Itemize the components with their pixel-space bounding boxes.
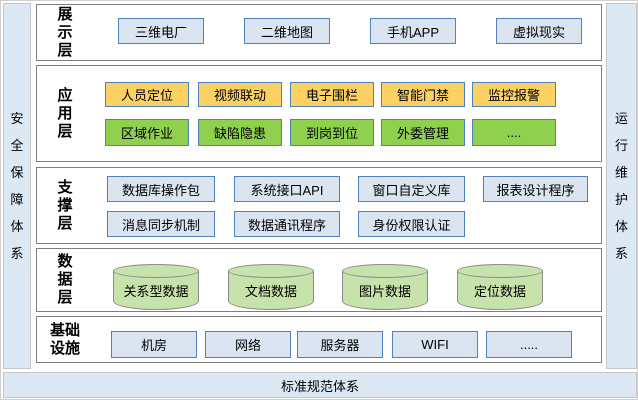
cylinder-top [228,264,314,278]
left-banner-security-system: 安 全 保 障 体 系 [3,3,31,369]
layer-infrastructure: 基础 设施 机房 网络 服务器 WIFI ..... [36,316,602,363]
module-box-network: 网络 [205,331,291,358]
cylinder-top [342,264,428,278]
module-box-window-custom-lib: 窗口自定义库 [358,176,465,202]
module-box-data-comm-program: 数据通讯程序 [234,211,340,237]
module-box-mobile-app: 手机APP [370,18,456,44]
module-box-virtual-reality: 虚拟现实 [496,18,582,44]
layer-support: 支 撑 层 数据库操作包 系统接口API 窗口自定义库 报表设计程序 消息同步机… [36,167,602,244]
database-cylinder-document: 文档数据 [228,264,314,310]
layer-label-presentation: 展 示 层 [57,5,73,59]
module-box-area-work: 区域作业 [105,119,189,146]
layer-data: 数 据 层 关系型数据 文档数据 图片数据 定位数据 [36,248,602,312]
module-box-wifi: WIFI [392,331,478,358]
module-box-report-designer: 报表设计程序 [483,176,588,202]
cylinder-label: 文档数据 [244,284,297,299]
cylinder-label: 图片数据 [358,284,411,299]
module-box-personnel-positioning: 人员定位 [105,82,189,107]
module-box-more-ellipsis: .... [472,119,556,146]
right-banner-operation-maintenance: 运 行 维 护 体 系 [606,3,637,369]
module-box-on-duty: 到岗到位 [290,119,374,146]
layer-label-support: 支 撑 层 [57,178,73,232]
layer-application: 应 用 层 人员定位 视频联动 电子围栏 智能门禁 监控报警 区域作业 缺陷隐患… [36,65,602,162]
module-box-machine-room: 机房 [111,331,197,358]
layer-label-data: 数 据 层 [57,253,73,306]
module-box-video-linkage: 视频联动 [198,82,282,107]
database-cylinder-positioning: 定位数据 [457,264,543,310]
module-box-system-api: 系统接口API [234,176,340,202]
module-box-database-toolkit: 数据库操作包 [107,176,215,202]
module-box-smart-access: 智能门禁 [381,82,465,107]
layer-label-infrastructure: 基础 设施 [49,321,80,357]
module-box-outsourcing-management: 外委管理 [381,119,465,146]
database-cylinder-relational: 关系型数据 [113,264,199,310]
bottom-banner-standards: 标准规范体系 [3,372,637,398]
module-box-monitor-alarm: 监控报警 [472,82,556,107]
module-box-message-sync: 消息同步机制 [107,211,215,237]
cylinder-top [457,264,543,278]
database-cylinder-image: 图片数据 [342,264,428,310]
module-box-3d-plant: 三维电厂 [118,18,204,44]
layer-label-application: 应 用 层 [57,86,73,140]
layer-presentation: 展 示 层 三维电厂 二维地图 手机APP 虚拟现实 [36,4,602,61]
module-box-electronic-fence: 电子围栏 [290,82,374,107]
cylinder-top [113,264,199,278]
module-box-2d-map: 二维地图 [244,18,330,44]
module-box-server: 服务器 [297,331,383,358]
module-box-more-ellipsis: ..... [486,331,572,358]
module-box-identity-auth: 身份权限认证 [358,211,465,237]
cylinder-label: 定位数据 [473,284,526,299]
module-box-defect-hazard: 缺陷隐患 [198,119,282,146]
cylinder-label: 关系型数据 [123,284,189,299]
